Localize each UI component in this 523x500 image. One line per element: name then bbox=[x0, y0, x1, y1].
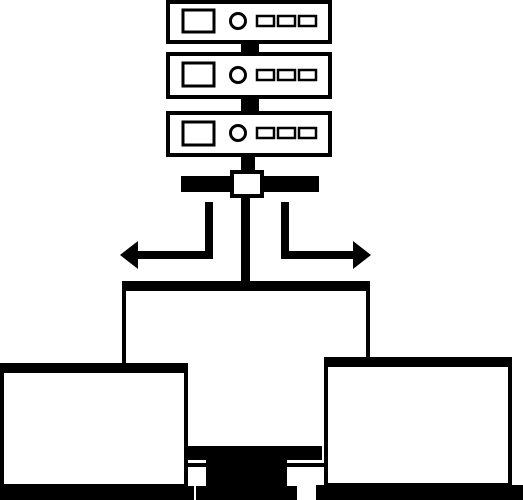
laptop-base bbox=[316, 485, 523, 500]
server-rack-icon bbox=[166, 0, 332, 177]
power-button-icon bbox=[229, 124, 247, 142]
indicator-light-icon bbox=[297, 126, 318, 140]
arrow-left-icon bbox=[120, 202, 213, 269]
indicator-light-icon bbox=[297, 14, 318, 28]
server-unit bbox=[166, 111, 332, 157]
power-button-icon bbox=[229, 66, 247, 84]
network-switch-icon bbox=[181, 170, 319, 198]
monitor-neck bbox=[206, 460, 287, 488]
indicator-light-icon bbox=[255, 68, 276, 82]
rack-connector bbox=[241, 42, 259, 52]
indicator-light-icon bbox=[276, 126, 297, 140]
indicator-light-icon bbox=[255, 14, 276, 28]
drive-bay-icon bbox=[181, 8, 216, 34]
laptop-top-bezel bbox=[324, 357, 512, 367]
arrow-right-icon bbox=[281, 202, 371, 269]
server-unit bbox=[166, 0, 332, 44]
monitor-top-bezel bbox=[122, 281, 370, 291]
power-button-icon bbox=[229, 12, 247, 30]
laptop-left-icon bbox=[0, 363, 194, 500]
drive-bay-icon bbox=[181, 61, 216, 88]
laptop-screen bbox=[324, 359, 512, 487]
laptop-top-bezel bbox=[0, 363, 188, 373]
rack-connector bbox=[241, 99, 259, 111]
drive-bay-icon bbox=[181, 120, 216, 147]
indicator-light-icon bbox=[276, 68, 297, 82]
monitor-bottom-bezel bbox=[186, 446, 322, 460]
laptop-screen bbox=[0, 366, 188, 488]
server-unit bbox=[166, 52, 332, 99]
indicator-light-icon bbox=[276, 14, 297, 28]
indicator-light-icon bbox=[255, 126, 276, 140]
laptop-base bbox=[0, 486, 194, 500]
indicator-light-icon bbox=[297, 68, 318, 82]
laptop-right-icon bbox=[316, 357, 523, 500]
switch-junction bbox=[230, 170, 264, 198]
monitor-stand bbox=[196, 486, 297, 500]
